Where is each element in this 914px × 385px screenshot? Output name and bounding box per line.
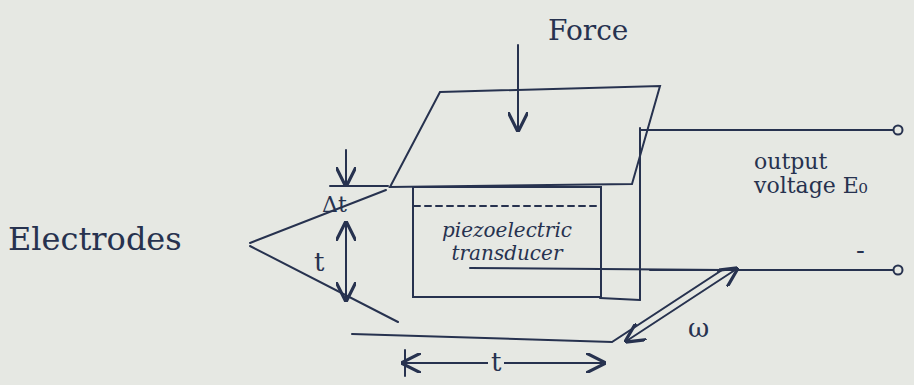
label-text: - xyxy=(856,236,865,265)
dimension-tick xyxy=(330,185,388,187)
crystal-edge xyxy=(600,298,640,300)
output-wire xyxy=(640,129,893,131)
crystal-face: piezoelectric transducer xyxy=(412,186,602,298)
label-text: ω xyxy=(688,314,709,343)
force-arrow xyxy=(517,45,519,128)
label-text: Electrodes xyxy=(8,222,182,257)
terminal xyxy=(894,266,903,275)
dimension-arrow xyxy=(628,270,735,340)
top-electrode xyxy=(390,86,660,187)
label-text: Force xyxy=(548,16,628,47)
label-text: Δt xyxy=(322,193,347,217)
terminal xyxy=(894,126,903,135)
dimension-tick xyxy=(404,350,406,376)
crystal-edge xyxy=(639,128,641,300)
leader-line xyxy=(250,246,398,322)
leader-line xyxy=(250,190,386,243)
dimension-arrow xyxy=(345,150,347,183)
component-name: piezoelectric transducer xyxy=(432,219,582,265)
dimension-arrow xyxy=(345,225,347,298)
hidden-edge xyxy=(414,205,600,207)
output-wire xyxy=(650,269,893,271)
bottom-electrode xyxy=(352,268,722,342)
label-text: t xyxy=(488,348,504,377)
label-text: t xyxy=(314,248,324,277)
label-text: output voltage E₀ xyxy=(754,150,874,198)
